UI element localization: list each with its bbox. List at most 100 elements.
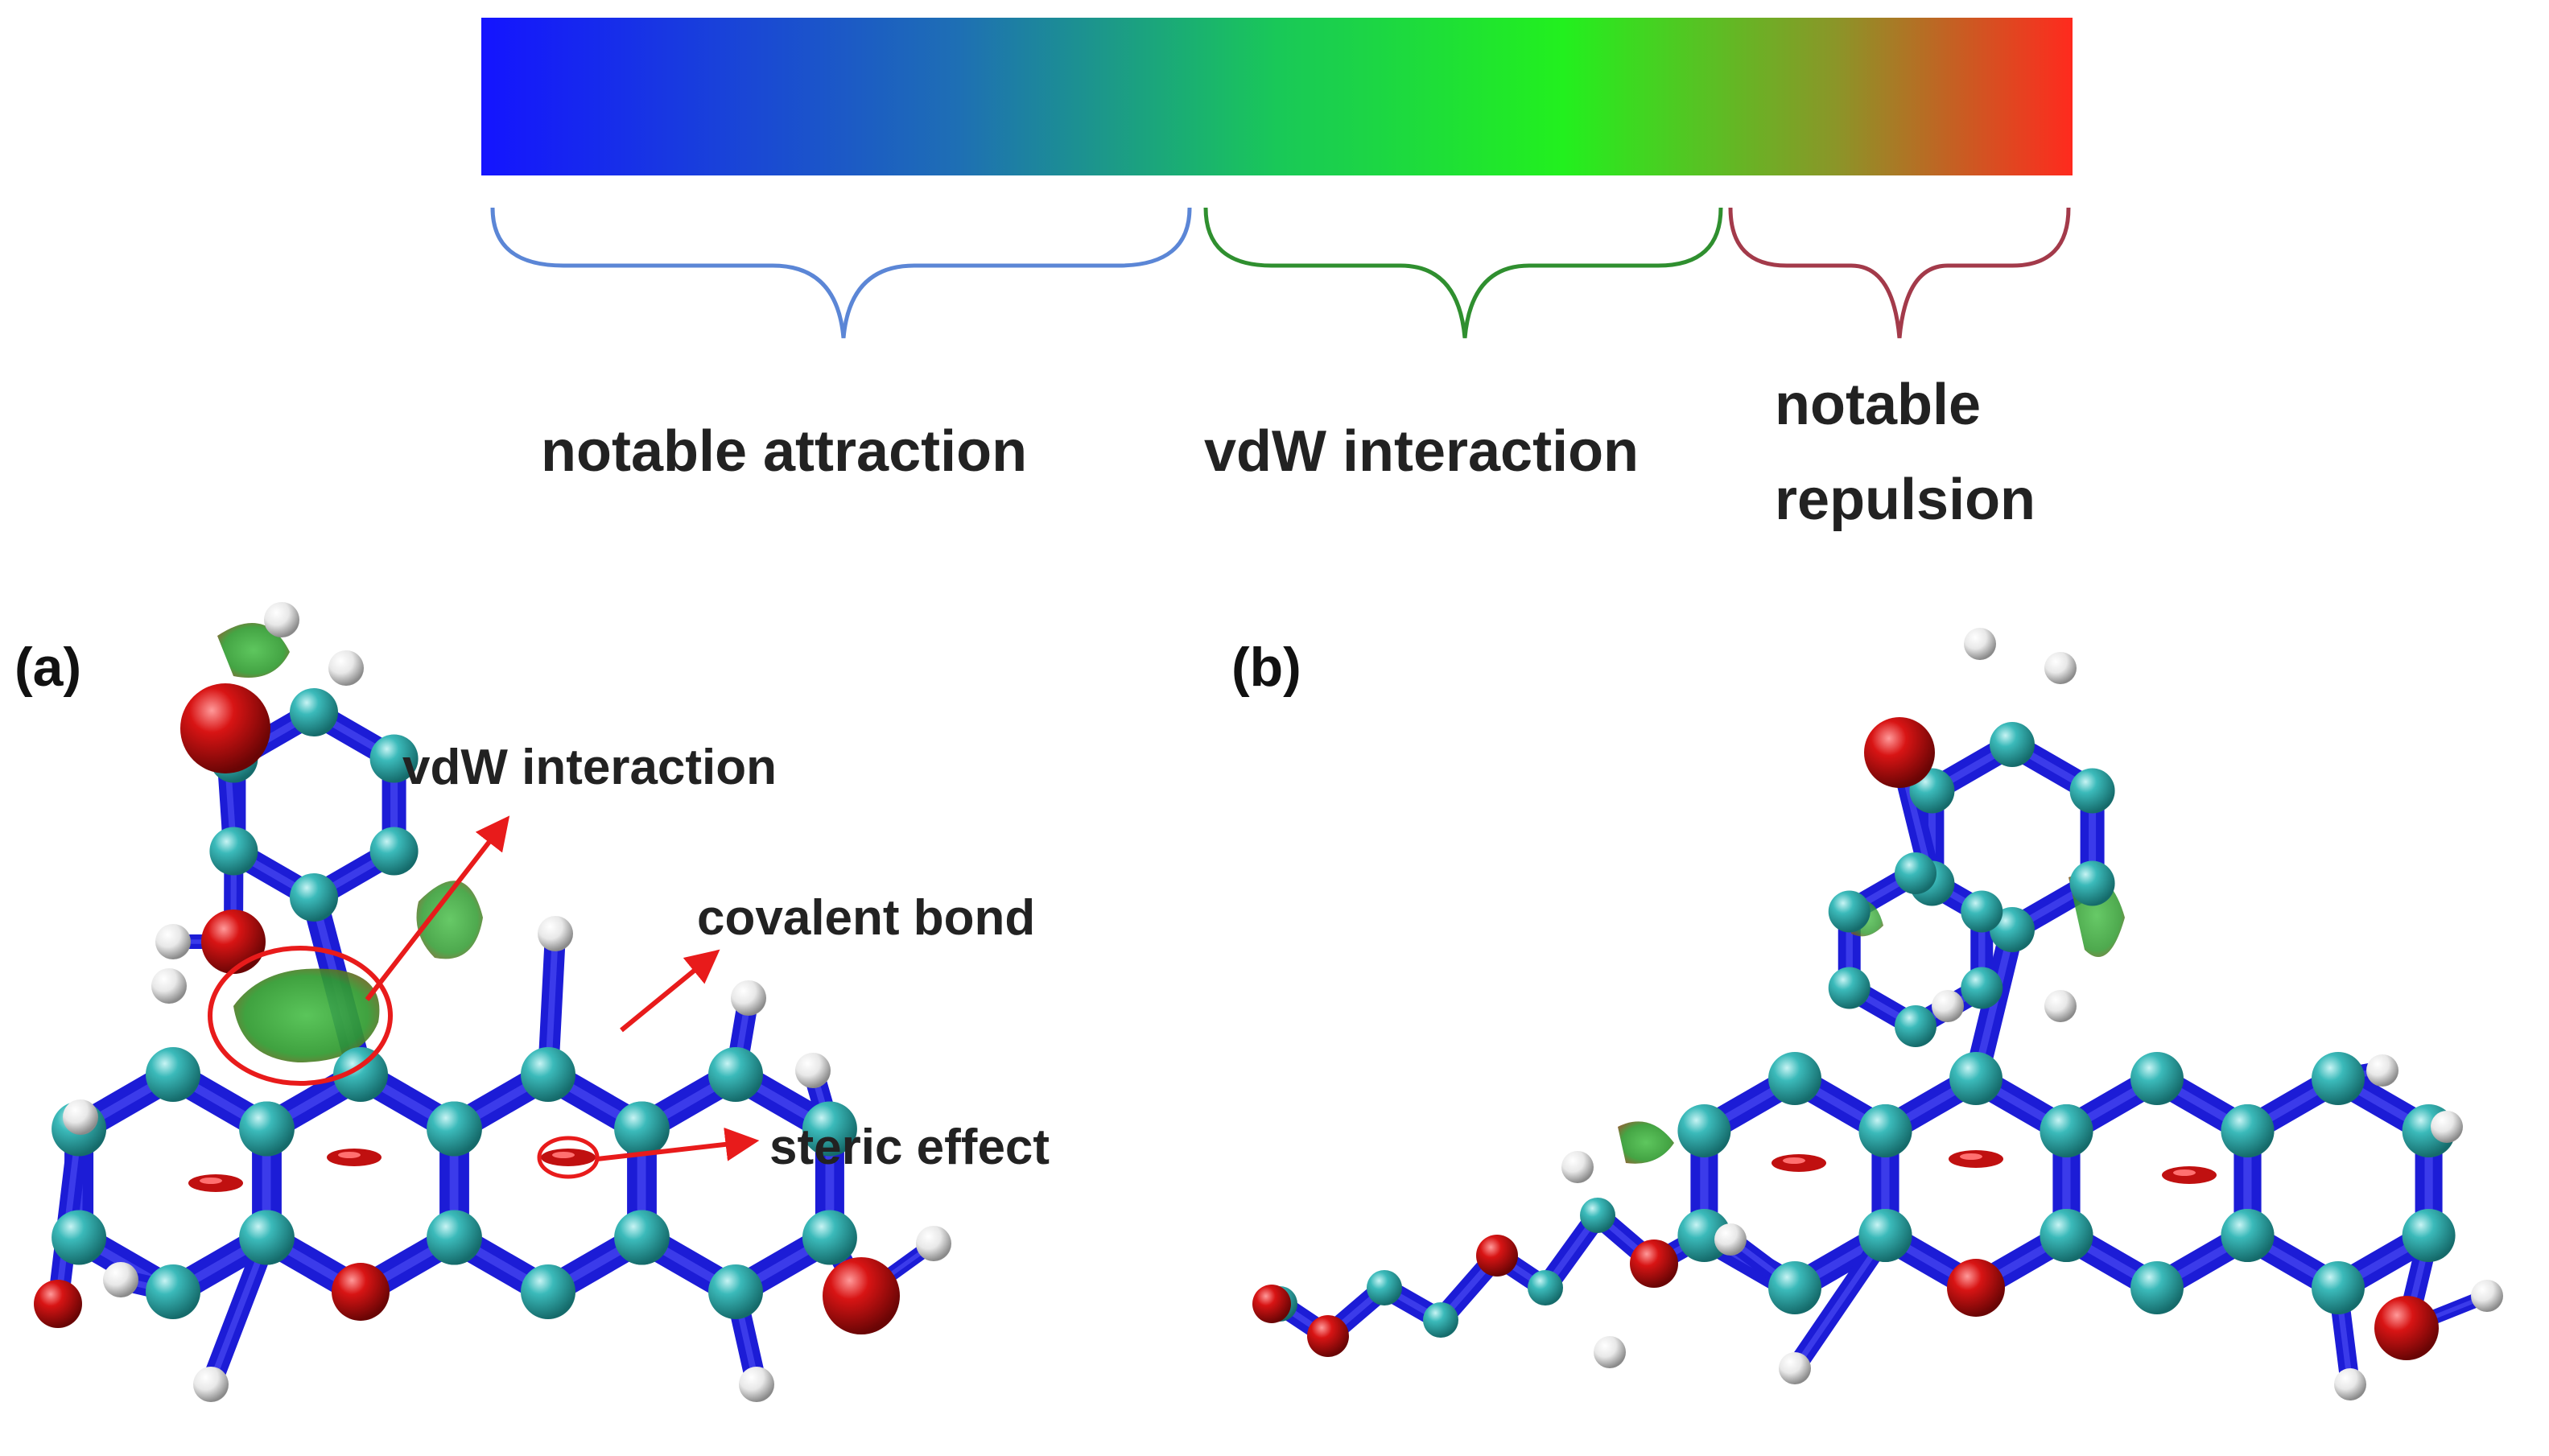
hydrogen-atom xyxy=(2044,990,2077,1022)
vdw-annotation: vdW interaction xyxy=(402,740,777,795)
oxygen-atom xyxy=(823,1257,900,1334)
hydrogen-atom xyxy=(155,924,191,959)
steric-disk-highlight xyxy=(1783,1157,1805,1164)
carbon-atom xyxy=(209,827,258,876)
carbon-atom xyxy=(333,1047,388,1102)
vdw-region-circle xyxy=(208,946,393,1086)
carbon-atom xyxy=(2312,1261,2365,1314)
steric-annotation: steric effect xyxy=(769,1120,1050,1175)
carbon-atom xyxy=(1423,1302,1458,1338)
hydrogen-atom xyxy=(2431,1111,2463,1143)
vdw-arrow xyxy=(365,815,510,1001)
carbon-atom xyxy=(146,1264,200,1319)
oxygen-atom xyxy=(1630,1239,1678,1288)
steric-disk-highlight xyxy=(200,1178,222,1184)
carbon-atom xyxy=(1858,1209,1912,1262)
carbon-atom xyxy=(1768,1261,1821,1314)
carbon-atom xyxy=(2040,1209,2093,1262)
carbon-atom xyxy=(1895,1005,1936,1047)
hydrogen-atom xyxy=(1964,628,1996,660)
hydrogen-atom xyxy=(916,1226,951,1261)
carbon-atom xyxy=(1828,967,1871,1009)
carbon-atom xyxy=(146,1047,200,1102)
molecule-a xyxy=(34,602,951,1402)
covalent-annotation: covalent bond xyxy=(697,890,1036,946)
repulsion-brace xyxy=(1728,207,2071,339)
oxygen-atom xyxy=(201,909,266,974)
oxygen-atom xyxy=(1252,1285,1291,1323)
vdw-interaction-label: vdW interaction xyxy=(1204,419,1640,484)
hydrogen-atom xyxy=(264,602,299,637)
carbon-atom xyxy=(2069,768,2115,814)
carbon-atom xyxy=(2402,1209,2456,1262)
hydrogen-atom xyxy=(328,650,364,686)
carbon-atom xyxy=(708,1264,763,1319)
oxygen-atom xyxy=(34,1280,82,1328)
carbon-atom xyxy=(2040,1104,2093,1157)
hydrogen-atom xyxy=(2471,1280,2503,1312)
carbon-atom xyxy=(2221,1104,2275,1157)
notable-repulsion-label-line1: notable xyxy=(1775,373,1982,437)
hydrogen-atom xyxy=(193,1367,229,1402)
carbon-atom xyxy=(52,1210,107,1265)
carbon-atom xyxy=(1949,1052,2002,1105)
carbon-atom xyxy=(2221,1209,2275,1262)
vdw-surface xyxy=(416,881,483,959)
notable-repulsion-label-line2: repulsion xyxy=(1775,468,2036,532)
vdw-surface xyxy=(1618,1121,1674,1164)
carbon-atom xyxy=(1961,967,2003,1009)
carbon-atom xyxy=(1768,1052,1821,1105)
carbon-atom xyxy=(708,1047,763,1102)
carbon-atom xyxy=(1858,1104,1912,1157)
hydrogen-atom xyxy=(1932,990,1964,1022)
bond-highlight xyxy=(1792,1232,1889,1371)
carbon-atom xyxy=(1528,1270,1563,1305)
hydrogen-atom xyxy=(538,916,573,951)
vdw-surface xyxy=(233,968,380,1062)
hydrogen-atom xyxy=(1594,1336,1626,1368)
hydrogen-atom xyxy=(731,980,766,1016)
hydrogen-atom xyxy=(1779,1352,1811,1384)
carbon-atom xyxy=(239,1101,295,1157)
carbon-atom xyxy=(802,1101,857,1157)
oxygen-atom xyxy=(1947,1259,2005,1317)
panel-b-label: (b) xyxy=(1231,637,1301,698)
carbon-atom xyxy=(2130,1261,2184,1314)
steric-arrow xyxy=(596,1127,760,1161)
steric-disk-highlight xyxy=(552,1152,575,1158)
carbon-atom xyxy=(521,1047,575,1102)
oxygen-atom xyxy=(1864,717,1935,788)
carbon-atom xyxy=(521,1264,575,1319)
oxygen-atom xyxy=(1307,1315,1349,1357)
hydrogen-atom xyxy=(2334,1368,2366,1400)
carbon-atom xyxy=(290,688,338,736)
carbon-atom xyxy=(614,1210,670,1265)
carbon-atom xyxy=(290,873,338,922)
hydrogen-atom xyxy=(2366,1054,2398,1087)
hydrogen-atom xyxy=(739,1367,774,1402)
panel-a-label: (a) xyxy=(14,637,82,698)
carbon-atom xyxy=(1961,890,2003,933)
carbon-atom xyxy=(1580,1198,1615,1233)
hydrogen-atom xyxy=(151,968,187,1004)
steric-disk-highlight xyxy=(338,1152,361,1158)
oxygen-atom xyxy=(332,1263,390,1321)
oxygen-atom xyxy=(180,683,270,773)
steric-disk-highlight xyxy=(1960,1153,1982,1160)
hydrogen-atom xyxy=(103,1262,138,1297)
carbon-atom xyxy=(427,1101,482,1157)
carbon-atom xyxy=(2069,860,2115,906)
hydrogen-atom xyxy=(63,1099,98,1135)
carbon-atom xyxy=(802,1210,857,1265)
carbon-atom xyxy=(1895,852,1936,894)
carbon-atom xyxy=(369,734,419,783)
hydrogen-atom xyxy=(2044,652,2077,684)
carbon-atom xyxy=(369,827,419,876)
vdw-surface xyxy=(217,623,290,678)
oxygen-atom xyxy=(1476,1235,1518,1277)
carbon-atom xyxy=(1828,890,1871,933)
hydrogen-atom xyxy=(795,1053,831,1088)
oxygen-atom xyxy=(2374,1296,2439,1360)
carbon-atom xyxy=(2312,1052,2365,1105)
hydrogen-atom xyxy=(1714,1223,1747,1256)
